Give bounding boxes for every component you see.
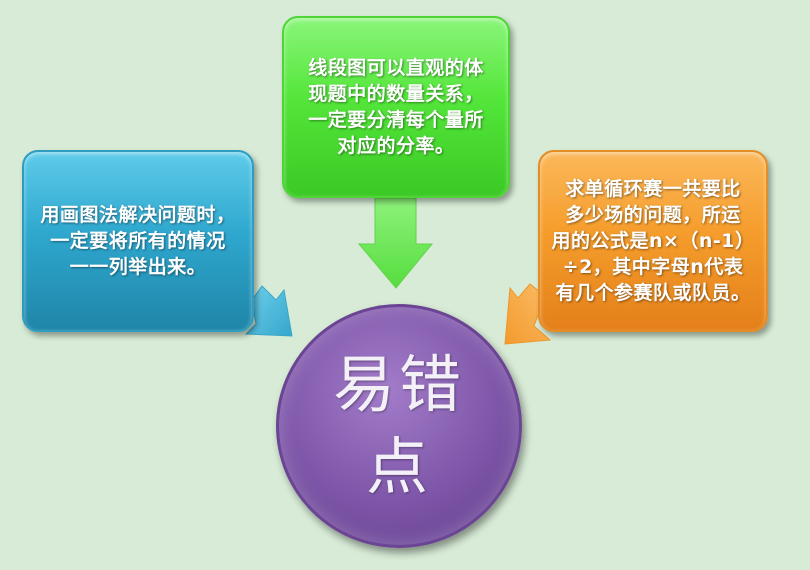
center-label: 易错 点 [332,348,465,503]
box-left-text: 用画图法解决问题时， 一定要将所有的情况 一一列举出来。 [40,204,236,278]
arrow-top-to-center [357,197,434,289]
arrow-left-to-center [244,285,293,337]
box-left-tip: 用画图法解决问题时， 一定要将所有的情况 一一列举出来。 [22,150,254,332]
center-circle: 易错 点 [276,304,522,548]
box-right-text: 求单循环赛一共要比 多少场的问题，所运 用的公式是n×（n-1） ÷2，其中字母… [551,178,755,304]
box-right-tip: 求单循环赛一共要比 多少场的问题，所运 用的公式是n×（n-1） ÷2，其中字母… [538,150,768,332]
box-top-tip: 线段图可以直观的体 现题中的数量关系， 一定要分清每个量所 对应的分率。 [282,16,510,198]
box-top-text: 线段图可以直观的体 现题中的数量关系， 一定要分清每个量所 对应的分率。 [308,57,484,157]
